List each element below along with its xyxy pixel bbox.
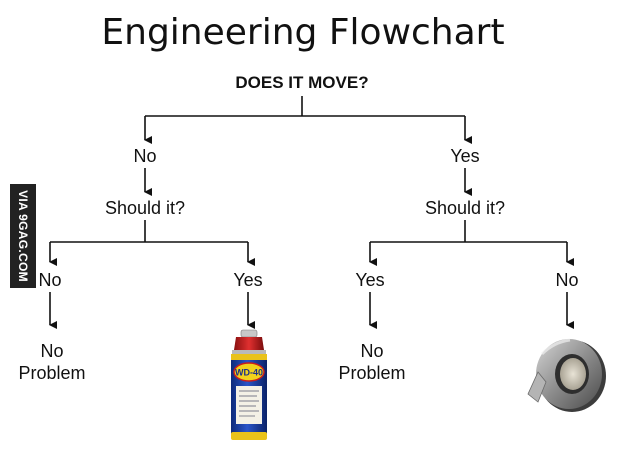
duct-tape-icon xyxy=(527,338,606,412)
result-line-2: Problem xyxy=(338,363,406,383)
left-result-no-problem: No Problem xyxy=(10,340,94,384)
left-should-it-label: Should it? xyxy=(104,198,186,218)
can-brand-text: WD-40 xyxy=(235,368,263,378)
result-line-2: Problem xyxy=(18,363,86,383)
result-line-1: No xyxy=(360,341,384,361)
watermark-badge: VIA 9GAG.COM xyxy=(10,184,36,288)
right-answer-label: Yes xyxy=(450,146,480,166)
root-question: DOES IT MOVE? xyxy=(235,73,369,92)
left-yes-label: Yes xyxy=(233,270,263,290)
right-no-label: No xyxy=(555,270,579,290)
wd-40-can-icon: WD-40 xyxy=(231,329,267,440)
right-yes-label: Yes xyxy=(355,270,385,290)
result-line-1: No xyxy=(40,341,64,361)
right-result-no-problem: No Problem xyxy=(330,340,414,384)
right-should-it-label: Should it? xyxy=(424,198,506,218)
left-answer-label: No xyxy=(133,146,157,166)
page-title: Engineering Flowchart xyxy=(101,12,505,53)
left-no-label: No xyxy=(38,270,62,290)
